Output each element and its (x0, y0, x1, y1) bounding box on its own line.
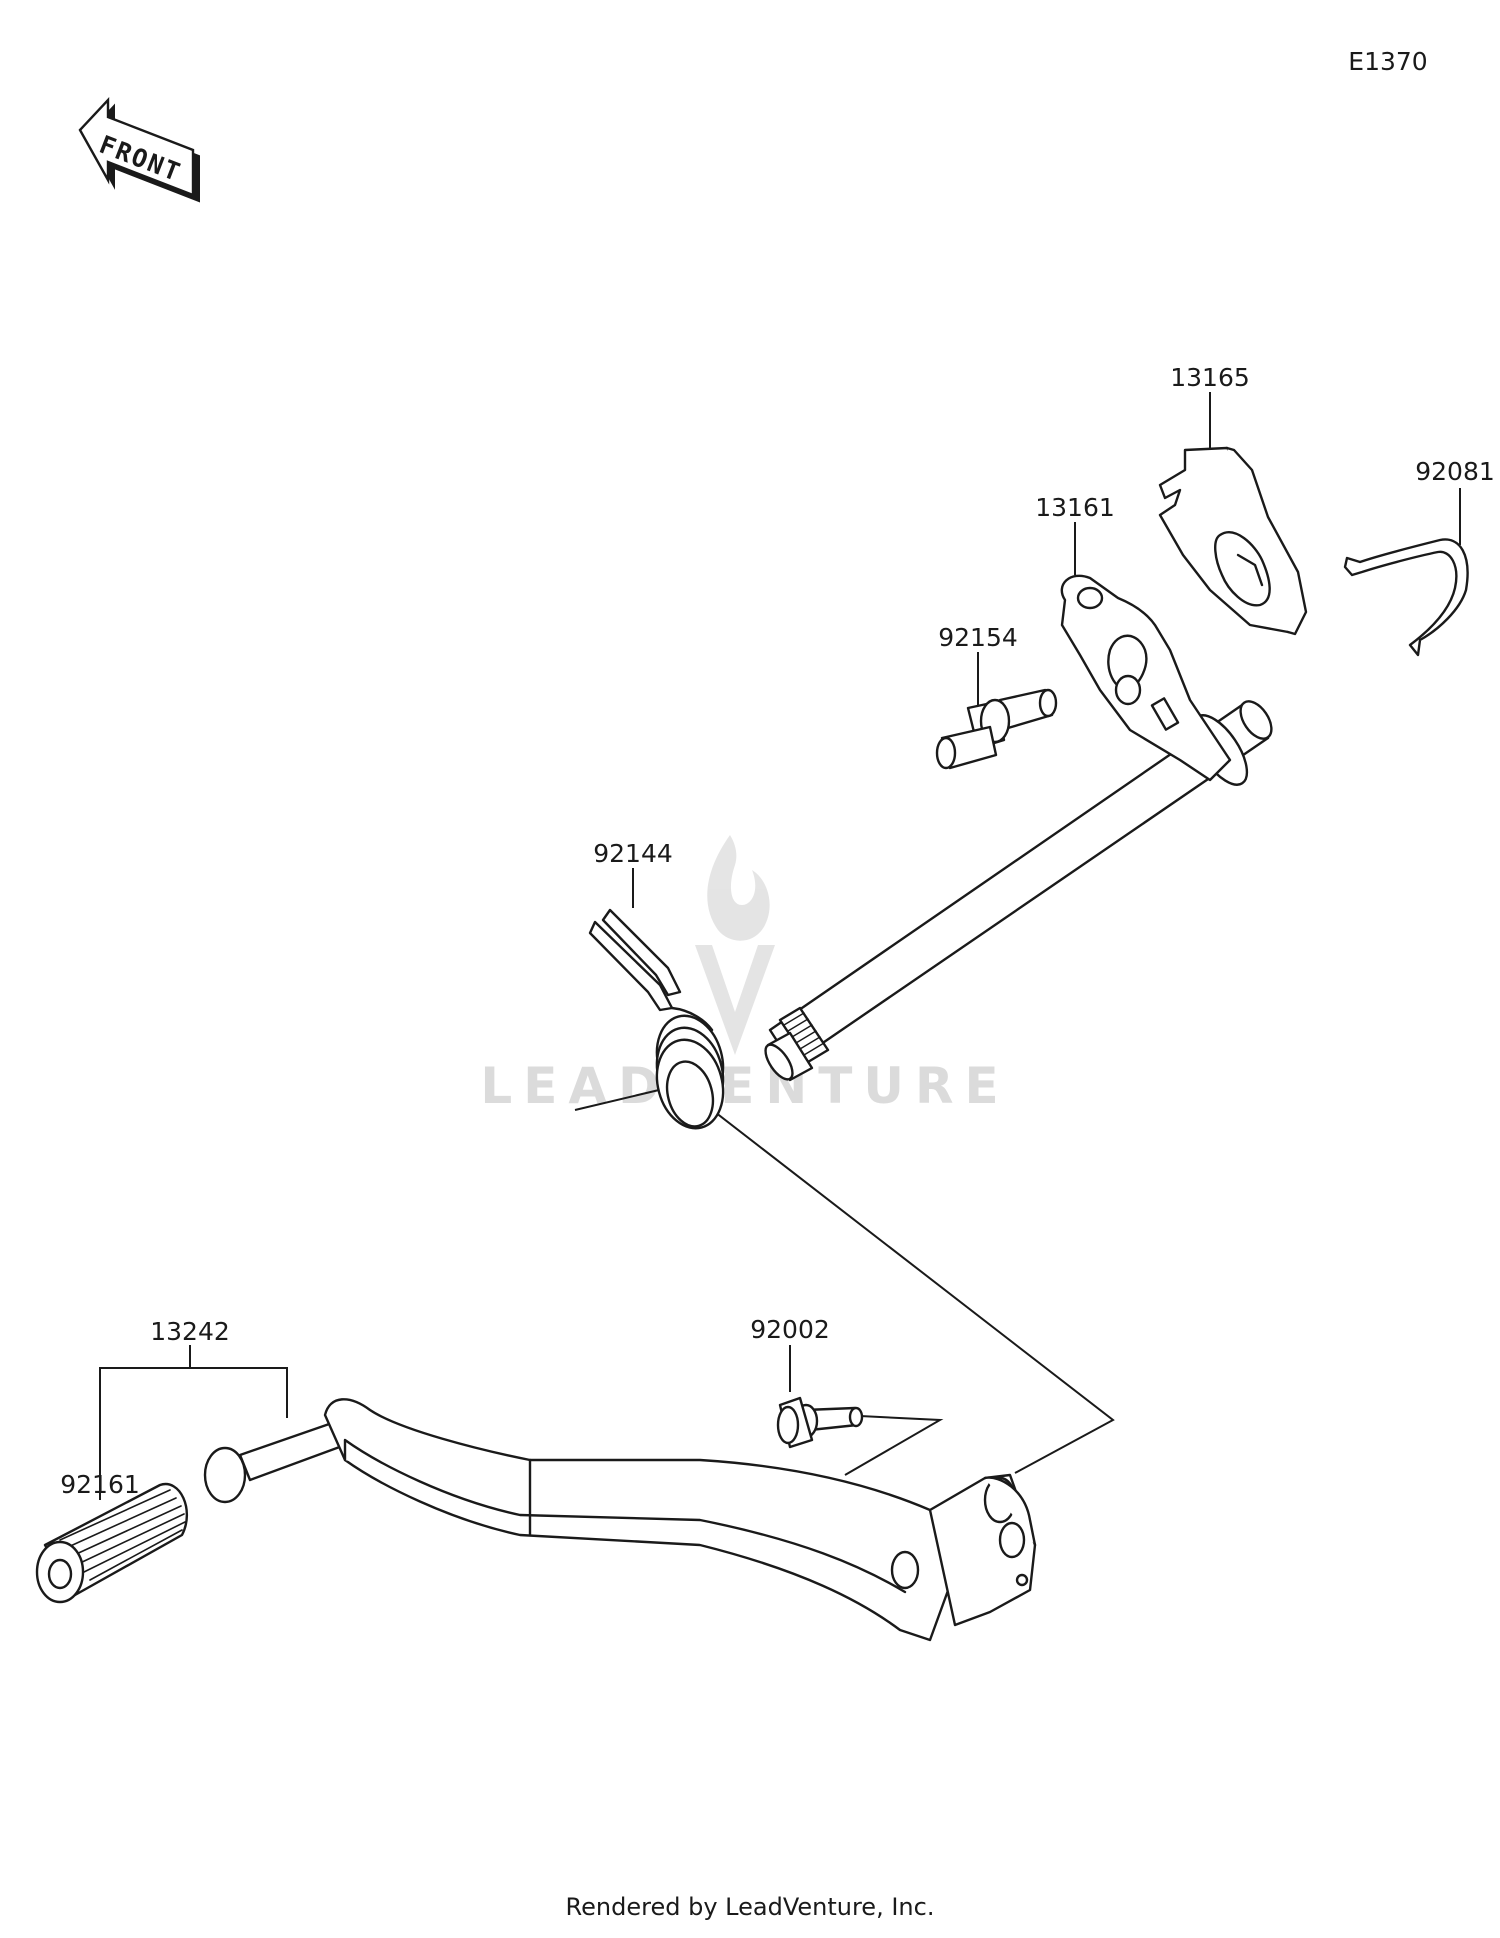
part-labels: 13165 92081 13161 92154 92144 13242 9216… (60, 363, 1495, 1499)
label-92154[interactable]: 92154 (938, 623, 1018, 652)
diagram-code: E1370 (1348, 47, 1427, 76)
label-92002[interactable]: 92002 (750, 1315, 830, 1344)
part-13242-shift-pedal[interactable] (203, 1398, 1037, 1642)
label-13161[interactable]: 13161 (1035, 493, 1115, 522)
footer-credit: Rendered by LeadVenture, Inc. (565, 1893, 935, 1921)
part-92002-bolt[interactable] (776, 1396, 864, 1449)
watermark-v-icon (695, 945, 775, 1055)
watermark-flame-icon (707, 835, 770, 941)
part-92161-rubber[interactable] (35, 1482, 188, 1604)
watermark: LEADVENTURE (480, 835, 1009, 1115)
watermark-text: LEADVENTURE (480, 1057, 1009, 1115)
leader-lines (99, 392, 1461, 1500)
label-92081[interactable]: 92081 (1415, 457, 1495, 486)
front-arrow-icon: FRONT (78, 96, 200, 203)
label-92144[interactable]: 92144 (593, 839, 673, 868)
part-13161-shift-shaft[interactable] (760, 574, 1277, 1084)
part-92081-clip[interactable] (1343, 538, 1469, 657)
label-13165[interactable]: 13165 (1170, 363, 1250, 392)
part-92144-spring[interactable] (588, 908, 733, 1136)
label-92161[interactable]: 92161 (60, 1470, 140, 1499)
label-13242[interactable]: 13242 (150, 1317, 230, 1346)
part-13165-plate[interactable] (1158, 446, 1308, 636)
part-92154-stud-pin[interactable] (935, 688, 1058, 770)
